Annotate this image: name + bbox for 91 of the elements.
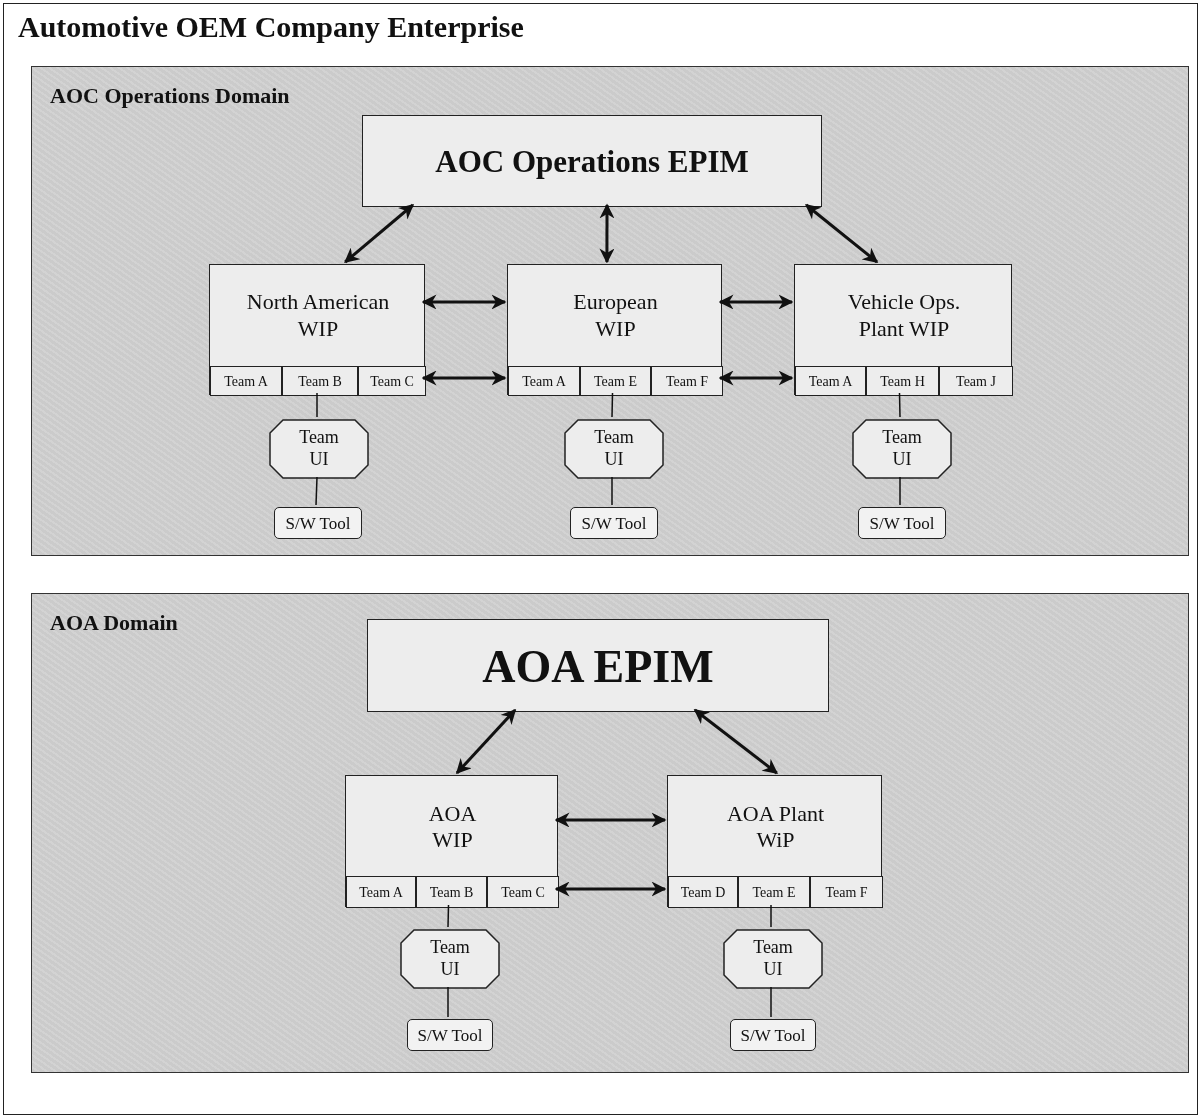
double-arrow <box>718 294 794 310</box>
tool-box <box>730 1019 816 1051</box>
domain-panel <box>31 66 1189 556</box>
team-cell <box>651 366 723 396</box>
domain-label: AOC Operations Domain <box>50 83 290 109</box>
epim-label: AOC Operations EPIM <box>434 143 750 182</box>
team-ui-label: Team UI <box>429 936 471 981</box>
team-label: Team D <box>679 883 727 902</box>
wip-box <box>667 775 882 907</box>
team-cell <box>358 366 426 396</box>
connector-line <box>316 392 318 418</box>
team-ui-octagon <box>269 419 369 479</box>
tool-box <box>274 507 362 539</box>
connector-line <box>447 986 449 1018</box>
team-label: Team A <box>358 883 404 902</box>
tool-box <box>570 507 658 539</box>
connector-line <box>447 904 450 928</box>
team-label: Team F <box>824 883 869 902</box>
connector-line <box>770 986 772 1018</box>
tool-label: S/W Tool <box>739 1024 807 1047</box>
team-label: Team A <box>223 372 269 391</box>
enterprise-frame <box>3 3 1198 1115</box>
wip-label: AOA WIP <box>427 799 478 854</box>
double-arrow <box>344 203 415 264</box>
wip-box <box>507 264 722 395</box>
team-ui-label: Team UI <box>298 426 340 471</box>
connector-line <box>611 392 614 418</box>
team-label: Team A <box>521 372 567 391</box>
team-cell <box>416 876 487 908</box>
epim-label: AOA EPIM <box>481 639 715 694</box>
team-label: Team H <box>879 372 926 391</box>
domain-label: AOA Domain <box>50 610 178 636</box>
team-cell <box>580 366 651 396</box>
wip-box <box>794 264 1012 395</box>
team-label: Team J <box>955 372 997 391</box>
team-ui-octagon <box>852 419 952 479</box>
wip-label: European WIP <box>572 288 659 343</box>
epim-box <box>367 619 829 712</box>
connector-line <box>611 476 613 506</box>
double-arrow <box>421 370 507 386</box>
team-cell <box>210 366 282 396</box>
team-cell <box>282 366 358 396</box>
team-cell <box>738 876 810 908</box>
team-label: Team C <box>369 372 415 391</box>
enterprise-label: Automotive OEM Company Enterprise <box>18 10 524 44</box>
team-cell <box>508 366 580 396</box>
tool-label: S/W Tool <box>868 512 936 535</box>
double-arrow <box>693 708 778 775</box>
team-ui-label: Team UI <box>752 936 794 981</box>
double-arrow <box>455 708 517 775</box>
team-label: Team F <box>664 372 710 391</box>
epim-box <box>362 115 822 207</box>
team-cell <box>668 876 738 908</box>
wip-label: North American WIP <box>245 288 391 343</box>
connector-line <box>315 476 318 506</box>
double-arrow <box>718 370 794 386</box>
double-arrow <box>554 812 667 828</box>
team-ui-label: Team UI <box>881 426 923 471</box>
tool-label: S/W Tool <box>416 1024 484 1047</box>
team-cell <box>346 876 416 908</box>
team-cell <box>810 876 883 908</box>
tool-label: S/W Tool <box>284 512 352 535</box>
domain-panel <box>31 593 1189 1073</box>
team-label: Team E <box>751 883 797 902</box>
wip-box <box>345 775 558 907</box>
double-arrow <box>421 294 507 310</box>
double-arrow <box>554 881 667 897</box>
team-label: Team C <box>500 883 546 902</box>
tool-label: S/W Tool <box>580 512 648 535</box>
team-cell <box>939 366 1013 396</box>
tool-box <box>858 507 946 539</box>
team-cell <box>795 366 866 396</box>
wip-label: Vehicle Ops. Plant WIP <box>846 288 962 343</box>
team-label: Team A <box>807 372 854 391</box>
team-label: Team E <box>593 372 638 391</box>
team-cell <box>487 876 559 908</box>
wip-label: AOA Plant WiP <box>725 799 826 854</box>
connector-line <box>898 392 901 418</box>
team-ui-label: Team UI <box>593 426 635 471</box>
team-label: Team B <box>297 372 343 391</box>
connector-line <box>770 904 772 928</box>
tool-box <box>407 1019 493 1051</box>
double-arrow <box>805 203 879 264</box>
team-ui-octagon <box>564 419 664 479</box>
team-cell <box>866 366 939 396</box>
team-ui-octagon <box>400 929 500 989</box>
team-label: Team B <box>428 883 475 902</box>
team-ui-octagon <box>723 929 823 989</box>
double-arrow <box>599 203 615 264</box>
connector-line <box>899 476 901 506</box>
wip-box <box>209 264 425 395</box>
